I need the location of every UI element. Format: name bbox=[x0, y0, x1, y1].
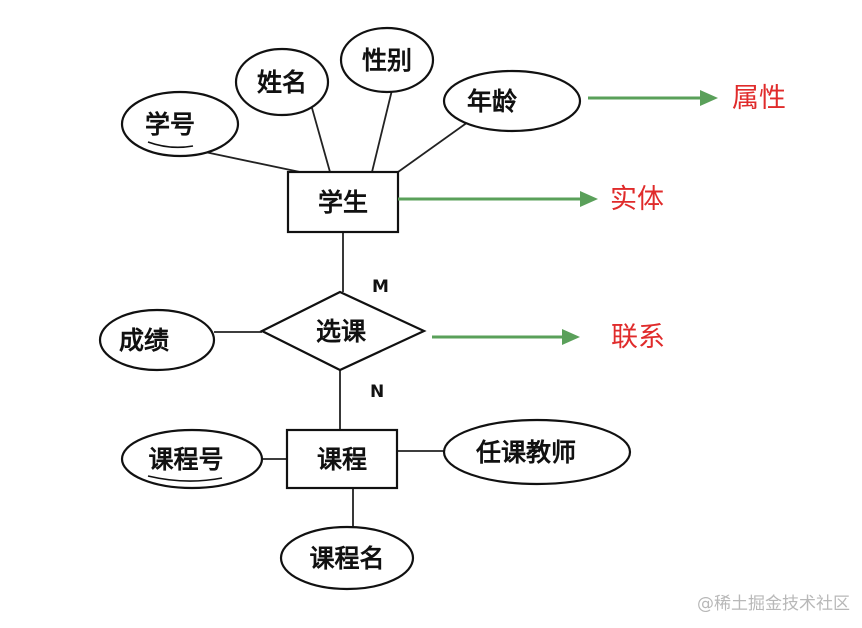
svg-text:属性: 属性 bbox=[732, 83, 786, 114]
svg-text:姓名: 姓名 bbox=[257, 68, 307, 97]
attribute-student-id: 学号 bbox=[120, 90, 240, 158]
arrow-head bbox=[580, 191, 598, 207]
attribute-student-gender: 性别 bbox=[339, 26, 435, 94]
attribute-course-name: 课程名 bbox=[279, 525, 415, 591]
key-underline bbox=[147, 141, 194, 149]
attribute-student-name: 姓名 bbox=[234, 47, 330, 117]
edge-student-name bbox=[311, 107, 331, 173]
svg-text:实体: 实体 bbox=[610, 184, 664, 215]
entity-course: 课程 bbox=[285, 428, 399, 490]
watermark: @稀土掘金技术社区 bbox=[697, 594, 850, 614]
svg-text:成绩: 成绩 bbox=[119, 326, 169, 355]
attribute-grade: 成绩 bbox=[98, 308, 216, 372]
edge-student-gender bbox=[371, 89, 393, 173]
edge-student-id bbox=[204, 151, 301, 173]
attribute-label: 学号 bbox=[145, 110, 195, 139]
cardinality-n: N bbox=[370, 382, 384, 402]
legend-relationship: 联系 bbox=[432, 322, 665, 353]
svg-text:任课教师: 任课教师 bbox=[475, 438, 576, 467]
svg-text:课程号: 课程号 bbox=[148, 445, 223, 474]
legend-attribute: 属性 bbox=[588, 83, 786, 114]
svg-text:性别: 性别 bbox=[362, 46, 412, 75]
svg-text:选课: 选课 bbox=[316, 317, 367, 346]
svg-text:课程: 课程 bbox=[317, 445, 367, 474]
relationship-enroll: 选课 bbox=[259, 290, 427, 372]
diagram-edges bbox=[204, 89, 469, 530]
key-underline bbox=[147, 475, 223, 482]
svg-text:联系: 联系 bbox=[611, 322, 665, 353]
arrow-head bbox=[562, 329, 580, 345]
cardinality-m: M bbox=[372, 277, 389, 297]
attribute-course-id: 课程号 bbox=[120, 428, 264, 490]
edge-student-age bbox=[397, 121, 469, 173]
svg-text:学生: 学生 bbox=[318, 188, 368, 217]
legend-entity: 实体 bbox=[398, 184, 664, 215]
attribute-course-teacher: 任课教师 bbox=[442, 418, 632, 486]
entity-student: 学生 bbox=[286, 170, 400, 234]
svg-text:课程名: 课程名 bbox=[309, 544, 384, 573]
arrow-head bbox=[700, 90, 718, 106]
svg-text:年龄: 年龄 bbox=[467, 87, 518, 116]
attribute-student-age: 年龄 bbox=[442, 69, 582, 133]
